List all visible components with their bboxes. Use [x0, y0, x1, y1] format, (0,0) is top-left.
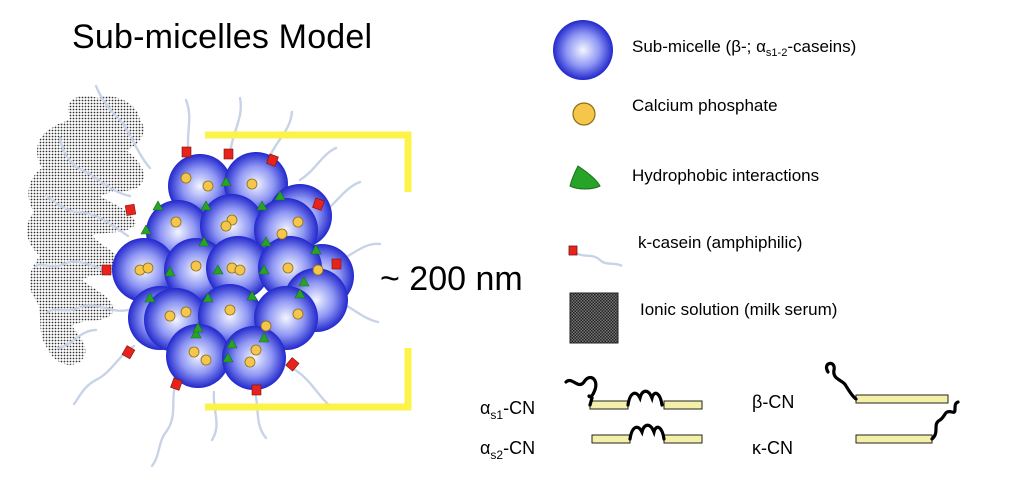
kappa-casein-hair	[254, 388, 266, 438]
calcium-phosphate-dot	[225, 305, 235, 315]
kappa-casein-square	[125, 204, 136, 215]
calcium-phosphate-dot	[283, 263, 293, 273]
calcium-phosphate-dot	[261, 321, 271, 331]
legend-submicelle-label: Sub-micelle (β-; αs1-2-caseins)	[632, 37, 856, 59]
calcium-phosphate-dot	[235, 265, 245, 275]
as2-coil	[630, 425, 664, 439]
legend-submicelle-icon	[553, 20, 613, 80]
legend-kappa-label: k-casein (amphiphilic)	[638, 233, 802, 253]
calcium-phosphate-dot	[181, 173, 191, 183]
legend-hydrophobic-icon	[570, 166, 600, 189]
calcium-phosphate-dot	[313, 265, 323, 275]
kappa-casein-square	[182, 147, 191, 157]
calcium-phosphate-dot	[293, 217, 303, 227]
kappa-bar	[856, 435, 932, 443]
legend-submicelle-text-post: -caseins)	[787, 37, 856, 56]
as2-bar-1	[592, 435, 630, 443]
kappa-casein-hair	[230, 98, 241, 154]
as1-cn-pre: α	[480, 398, 490, 418]
kappa-casein-hair	[152, 382, 176, 466]
kappa-casein-square	[286, 358, 299, 371]
calcium-phosphate-dot	[189, 347, 199, 357]
as1-bar-2	[664, 401, 702, 409]
as1-coil-2	[628, 391, 662, 405]
calcium-phosphate-dot	[201, 355, 211, 365]
kappa-casein-square	[224, 149, 233, 159]
beta-cn-label: β-CN	[752, 392, 794, 413]
calcium-phosphate-dot	[143, 263, 153, 273]
calcium-phosphate-dot	[203, 181, 213, 191]
legend-hydrophobic-label: Hydrophobic interactions	[632, 166, 819, 186]
calcium-phosphate-dot	[245, 357, 255, 367]
as1-cn-post: -CN	[503, 398, 535, 418]
as2-cn-sub: s2	[490, 448, 503, 462]
calcium-phosphate-dot	[247, 179, 257, 189]
legend-calcium-label: Calcium phosphate	[632, 96, 778, 116]
calcium-phosphate-dot	[251, 345, 261, 355]
sub-micelle	[222, 326, 286, 390]
calcium-phosphate-dot	[181, 307, 191, 317]
size-label: ~ 200 nm	[380, 260, 523, 299]
legend-kappa-square-icon	[569, 246, 577, 255]
legend-submicelle-text-pre: Sub-micelle (β-; α	[632, 37, 766, 56]
kappa-cn-label: κ-CN	[752, 438, 793, 459]
as2-cn-post: -CN	[503, 438, 535, 458]
legend-serum-label: Ionic solution (milk serum)	[640, 300, 837, 320]
legend-calcium-icon	[573, 103, 595, 125]
kappa-casein-square	[102, 265, 111, 275]
kappa-casein-square	[252, 385, 261, 395]
kappa-casein-hair	[212, 392, 217, 440]
as1-bar-1	[590, 401, 628, 409]
calcium-phosphate-dot	[171, 217, 181, 227]
calcium-phosphate-dot	[293, 309, 303, 319]
as1-cn-sub: s1	[490, 408, 503, 422]
legend-kappa-tail-icon	[572, 249, 622, 266]
legend-serum-icon	[570, 293, 618, 343]
as2-cn-pre: α	[480, 438, 490, 458]
calcium-phosphate-dot	[277, 229, 287, 239]
serum-shadow-shape	[27, 96, 144, 365]
calcium-phosphate-dot	[221, 221, 231, 231]
kappa-casein-square	[332, 259, 341, 269]
as1-cn-label: αs1-CN	[480, 398, 535, 422]
beta-coil	[826, 363, 856, 399]
beta-bar	[856, 395, 948, 403]
calcium-phosphate-dot	[191, 261, 201, 271]
as1-coil-1	[566, 377, 596, 405]
legend-symbols	[553, 20, 622, 343]
kappa-casein-hair	[292, 368, 330, 406]
legend-submicelle-text-sub: s1-2	[766, 47, 787, 59]
kappa-casein-hair	[300, 148, 336, 180]
calcium-phosphate-dot	[165, 311, 175, 321]
kappa-coil	[932, 402, 958, 439]
as2-cn-label: αs2-CN	[480, 438, 535, 462]
as2-bar-2	[664, 435, 702, 443]
